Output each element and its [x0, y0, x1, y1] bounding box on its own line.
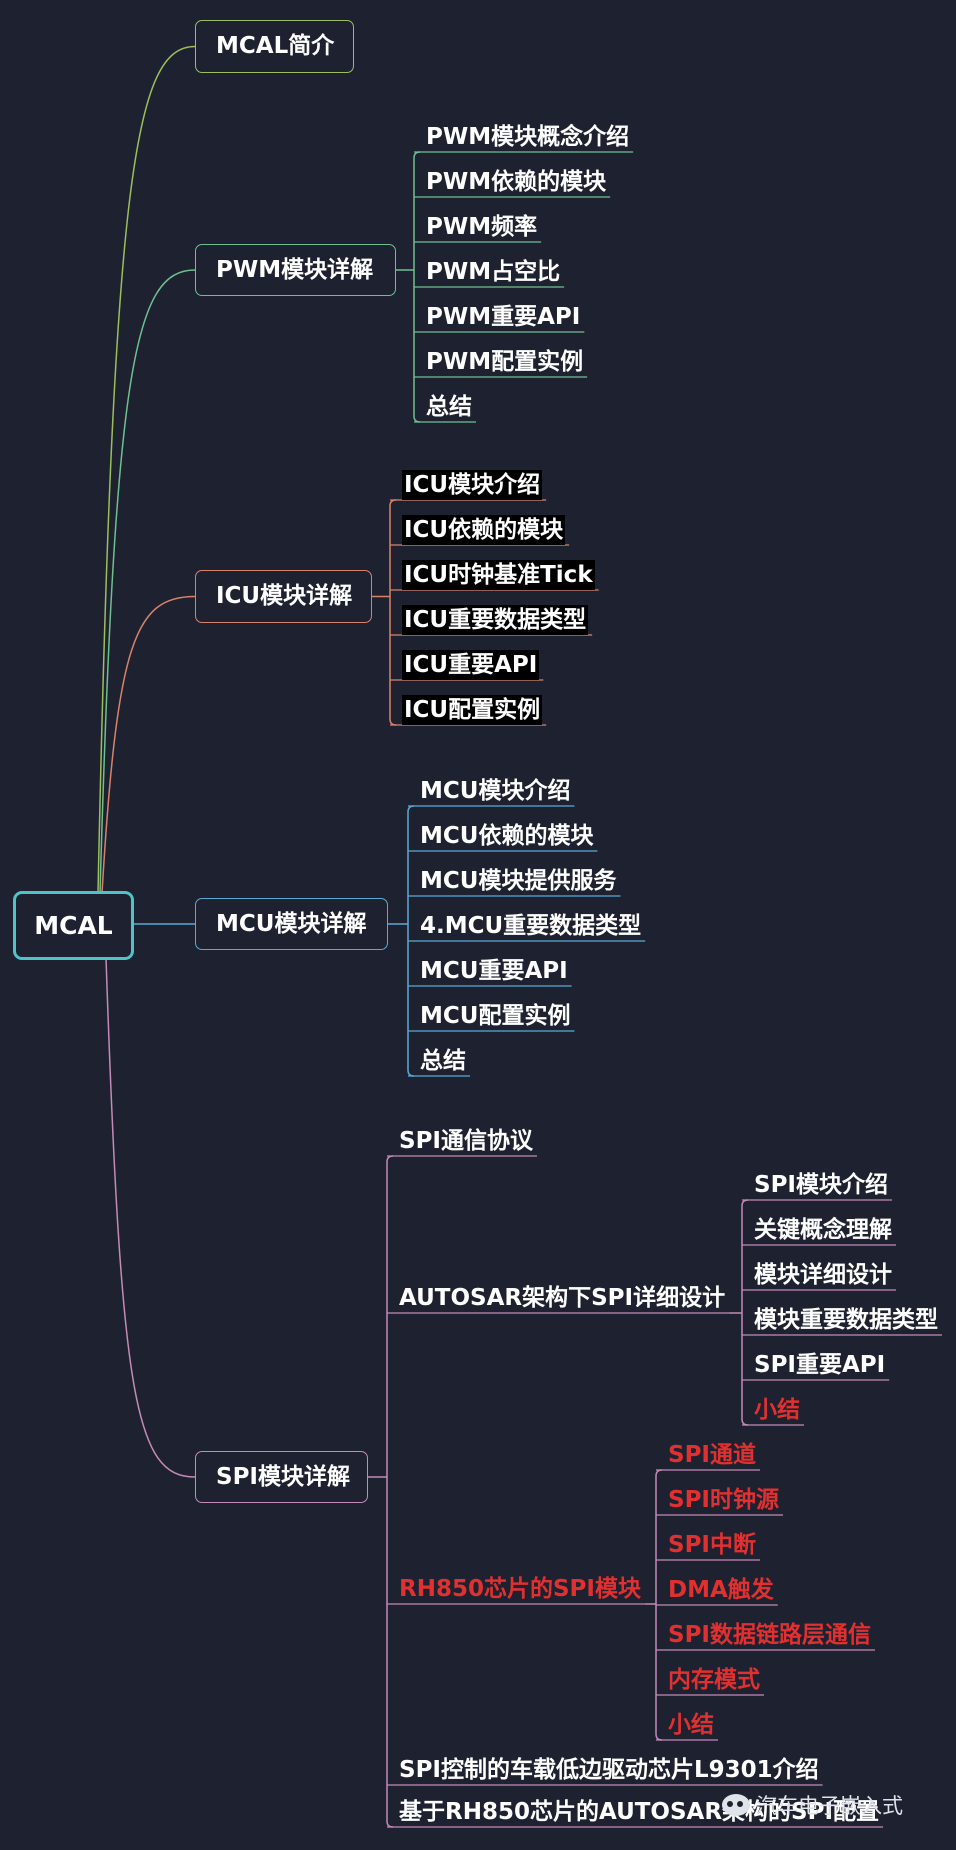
bracket-spine — [389, 499, 397, 726]
autosar-design-child[interactable]: SPI模块介绍 — [754, 1172, 888, 1198]
spi-child-rh850-autosar-config[interactable]: 基于RH850芯片的AUTOSAR架构的SPI配置 — [399, 1799, 880, 1825]
bracket-spine — [386, 1155, 394, 1828]
mcu-child[interactable]: MCU模块介绍 — [420, 778, 571, 804]
spi-child-rh850[interactable]: RH850芯片的SPI模块 — [399, 1576, 641, 1602]
icu-child[interactable]: ICU重要数据类型 — [402, 605, 589, 635]
root-label: MCAL — [34, 911, 113, 940]
rh850-child[interactable]: SPI中断 — [668, 1532, 756, 1558]
autosar-design-child[interactable]: SPI重要API — [754, 1352, 886, 1378]
branch-label: SPI模块详解 — [216, 1463, 350, 1490]
pwm-child[interactable]: PWM重要API — [426, 304, 581, 330]
branch-mcal-intro[interactable]: MCAL简介 — [195, 20, 354, 73]
autosar-design-child[interactable]: 模块详细设计 — [754, 1262, 892, 1288]
mindmap-links — [97, 45, 942, 1828]
pwm-child[interactable]: PWM配置实例 — [426, 349, 584, 375]
branch-label: MCAL简介 — [216, 33, 335, 59]
spi-child-autosar-design[interactable]: AUTOSAR架构下SPI详细设计 — [399, 1285, 726, 1311]
wechat-icon — [722, 1794, 750, 1816]
rh850-child[interactable]: 小结 — [668, 1712, 714, 1738]
bracket-spine — [741, 1199, 749, 1426]
rh850-child[interactable]: 内存模式 — [668, 1667, 760, 1693]
mcu-child[interactable]: MCU配置实例 — [420, 1003, 571, 1029]
watermark: 汽车电子嵌入式 — [722, 1790, 903, 1820]
pwm-child[interactable]: 总结 — [426, 394, 472, 420]
branch-label: MCU模块详解 — [216, 910, 367, 937]
rh850-child[interactable]: SPI通道 — [668, 1442, 756, 1468]
mcu-child[interactable]: MCU重要API — [420, 958, 568, 984]
icu-child[interactable]: ICU配置实例 — [402, 695, 543, 725]
root-branch-link — [99, 269, 196, 894]
branch-spi[interactable]: SPI模块详解 — [195, 1451, 368, 1503]
autosar-design-child[interactable]: 模块重要数据类型 — [754, 1307, 938, 1333]
rh850-child[interactable]: SPI数据链路层通信 — [668, 1622, 871, 1648]
icu-child[interactable]: ICU模块介绍 — [402, 470, 543, 500]
rh850-child[interactable]: DMA触发 — [668, 1577, 774, 1603]
root-branch-link — [101, 595, 196, 894]
icu-child[interactable]: ICU时钟基准Tick — [402, 560, 595, 590]
watermark-text: 汽车电子嵌入式 — [756, 1794, 903, 1818]
mcu-child[interactable]: 总结 — [420, 1048, 466, 1074]
autosar-design-child[interactable]: 小结 — [754, 1397, 800, 1423]
branch-icu[interactable]: ICU模块详解 — [195, 570, 372, 623]
mcu-child[interactable]: 4.MCU重要数据类型 — [420, 913, 642, 939]
root-node[interactable]: MCAL — [13, 891, 134, 960]
rh850-child[interactable]: SPI时钟源 — [668, 1487, 779, 1513]
autosar-design-child[interactable]: 关键概念理解 — [754, 1217, 892, 1243]
branch-pwm[interactable]: PWM模块详解 — [195, 244, 396, 296]
branch-mcu[interactable]: MCU模块详解 — [195, 898, 388, 950]
icu-child[interactable]: ICU依赖的模块 — [402, 515, 566, 545]
pwm-child[interactable]: PWM频率 — [426, 214, 538, 240]
branch-label: PWM模块详解 — [216, 256, 374, 283]
branch-label: ICU模块详解 — [216, 583, 353, 609]
spi-child-protocol[interactable]: SPI通信协议 — [399, 1128, 533, 1154]
spi-child-l9301[interactable]: SPI控制的车载低边驱动芯片L9301介绍 — [399, 1757, 819, 1783]
mcu-child[interactable]: MCU依赖的模块 — [420, 823, 594, 849]
mcu-child[interactable]: MCU模块提供服务 — [420, 868, 617, 894]
root-branch-link — [97, 45, 196, 894]
root-branch-link — [105, 957, 196, 1478]
icu-child[interactable]: ICU重要API — [402, 650, 540, 680]
pwm-child[interactable]: PWM模块概念介绍 — [426, 124, 630, 150]
pwm-child[interactable]: PWM占空比 — [426, 259, 561, 285]
pwm-child[interactable]: PWM依赖的模块 — [426, 169, 607, 195]
